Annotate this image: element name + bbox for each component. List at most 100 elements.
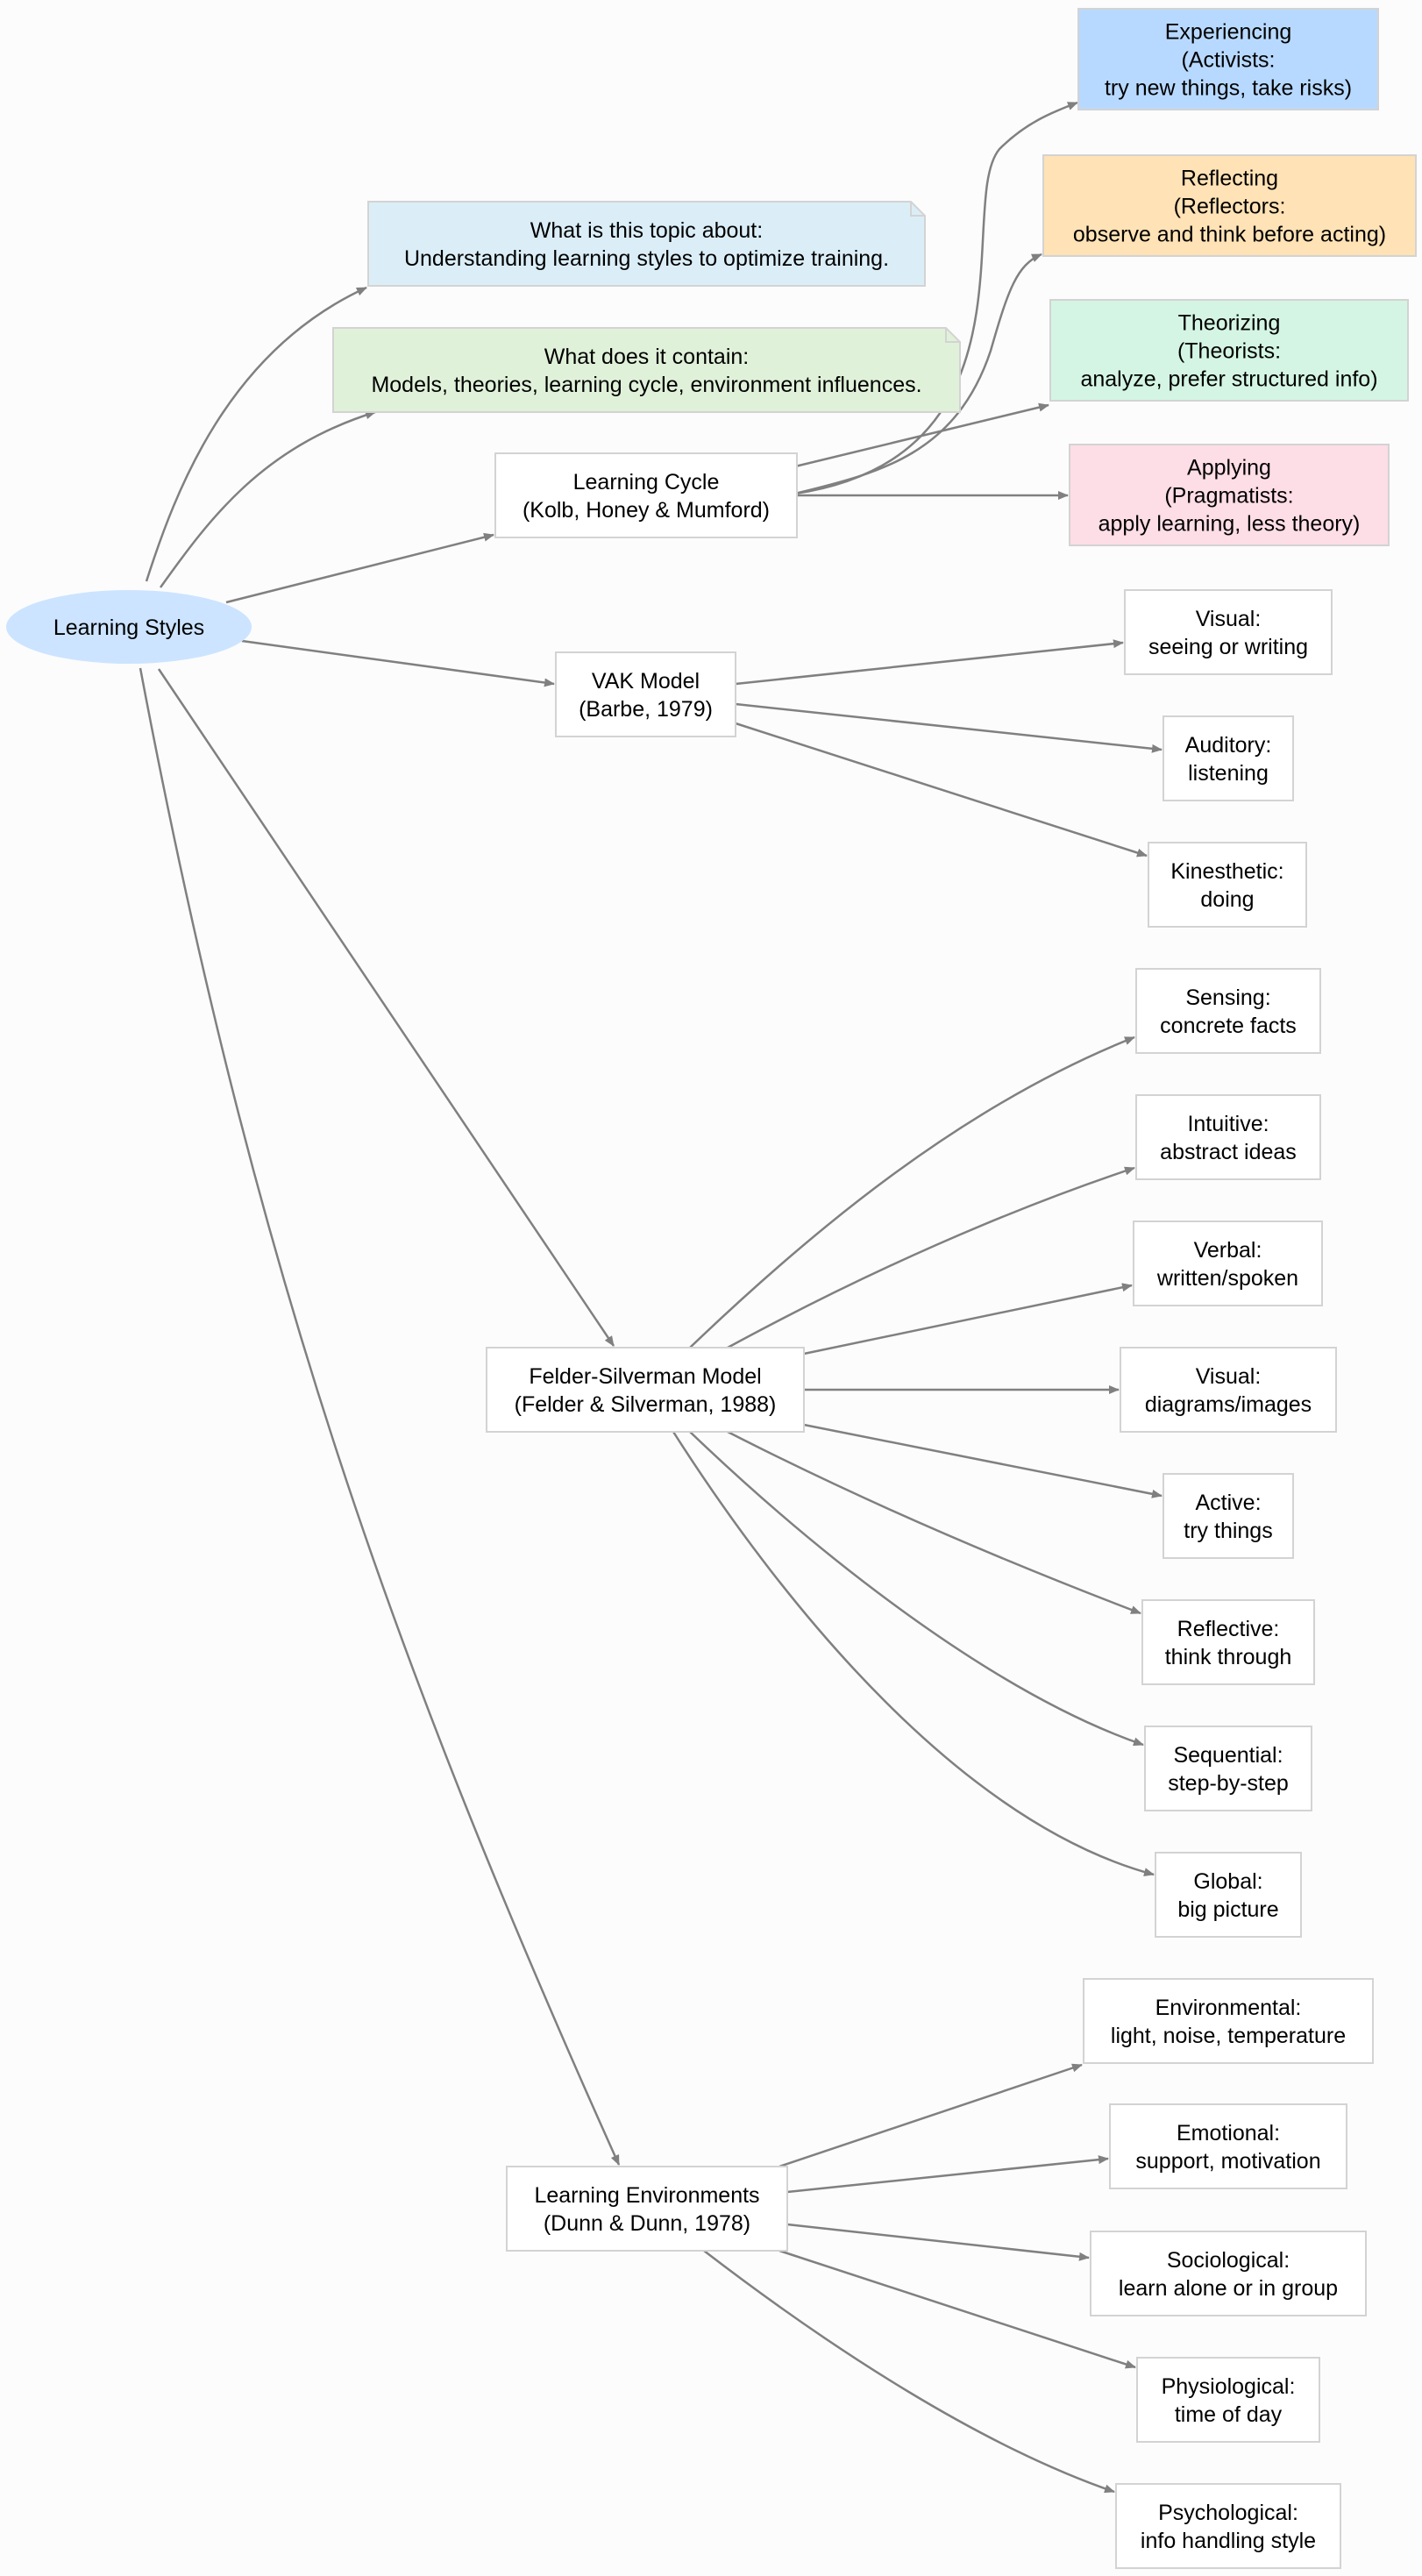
nodes-layer: Learning Styles What is this topic about:… bbox=[6, 8, 1417, 2569]
node-label-line: What does it contain: bbox=[544, 345, 749, 369]
node-label-line: big picture bbox=[1177, 1897, 1278, 1922]
node-fs-reflective: Reflective:think through bbox=[1141, 1599, 1315, 1685]
edge-root-to-learning-cycle bbox=[225, 532, 494, 604]
edge-environments-to-env-emotional bbox=[786, 2155, 1109, 2194]
node-box bbox=[1155, 1852, 1302, 1938]
node-label-line: Learning Cycle bbox=[573, 470, 720, 495]
node-label-line: Global: bbox=[1193, 1869, 1262, 1894]
node-label-line: light, noise, temperature bbox=[1111, 2024, 1346, 2048]
node-label-line: Psychological: bbox=[1158, 2501, 1298, 2525]
edge-environments-to-env-psychological bbox=[703, 2250, 1115, 2494]
edge-vak-to-vak-kinesthetic bbox=[735, 722, 1148, 857]
edge-felder-to-fs-intuitive bbox=[727, 1166, 1135, 1349]
node-vak-visual: Visual: seeing or writing bbox=[1124, 589, 1333, 675]
node-reflecting: Reflecting(Reflectors:observe and think … bbox=[1042, 154, 1417, 257]
node-shape bbox=[6, 590, 252, 664]
node-experiencing: Experiencing(Activists:try new things, t… bbox=[1077, 8, 1379, 110]
node-box bbox=[486, 1347, 805, 1433]
edge-vak-to-vak-visual bbox=[735, 639, 1124, 686]
node-learning-cycle: Learning Cycle (Kolb, Honey & Mumford) bbox=[494, 452, 798, 538]
note-shape bbox=[332, 327, 961, 413]
node-label-line: think through bbox=[1165, 1645, 1292, 1669]
edge-root-to-note-about bbox=[145, 286, 367, 582]
node-label-line: (Reflectors: bbox=[1174, 195, 1286, 219]
edge-felder-to-fs-reflective bbox=[727, 1430, 1141, 1615]
node-label-line: Experiencing bbox=[1165, 20, 1292, 45]
node-label-line: Applying bbox=[1187, 456, 1271, 480]
edge-felder-to-fs-verbal bbox=[803, 1283, 1133, 1356]
edges-layer bbox=[139, 101, 1162, 2494]
node-box bbox=[1120, 1347, 1337, 1433]
node-label-line: (Theorists: bbox=[1177, 339, 1281, 364]
node-label-line: Learning Styles bbox=[53, 616, 204, 640]
node-root: Learning Styles bbox=[6, 590, 252, 664]
node-label-line: Intuitive: bbox=[1187, 1112, 1269, 1136]
node-applying: Applying (Pragmatists: apply learning, les… bbox=[1069, 444, 1390, 546]
node-label-line: Kinesthetic: bbox=[1170, 859, 1283, 884]
node-label-line: written/spoken bbox=[1156, 1266, 1298, 1291]
edge-root-to-vak bbox=[241, 639, 555, 687]
node-box bbox=[1162, 715, 1294, 801]
node-env-environmental: Environmental: light, noise, temperature bbox=[1083, 1978, 1374, 2064]
edge-felder-to-fs-sequential bbox=[689, 1431, 1144, 1747]
node-box bbox=[1069, 444, 1390, 546]
node-label-line: Felder-Silverman Model bbox=[529, 1364, 761, 1389]
node-fs-sensing: Sensing: concrete facts bbox=[1135, 968, 1321, 1054]
node-note-about: What is this topic about:Understanding l… bbox=[367, 201, 926, 287]
node-label-line: observe and think before acting) bbox=[1073, 223, 1386, 247]
edge-learning-cycle-to-reflecting bbox=[794, 253, 1042, 495]
node-label-line: seeing or writing bbox=[1148, 635, 1308, 659]
node-label-line: Learning Environments bbox=[534, 2183, 759, 2208]
node-label-line: apply learning, less theory) bbox=[1098, 512, 1361, 537]
node-box bbox=[506, 2166, 788, 2252]
node-box bbox=[1115, 2483, 1341, 2569]
node-label-line: listening bbox=[1188, 761, 1269, 786]
node-label-line: VAK Model bbox=[592, 669, 700, 694]
node-label-line: Theorizing bbox=[1178, 311, 1281, 336]
node-box bbox=[1135, 1094, 1321, 1180]
note-shape bbox=[367, 201, 926, 287]
edge-environments-to-env-physiological bbox=[779, 2249, 1136, 2369]
node-label-line: doing bbox=[1200, 887, 1254, 912]
node-fs-active: Active:try things bbox=[1162, 1473, 1294, 1559]
node-label-line: (Kolb, Honey & Mumford) bbox=[523, 498, 770, 523]
node-label-line: Understanding learning styles to optimiz… bbox=[404, 246, 889, 271]
node-theorizing: Theorizing (Theorists: analyze, prefer str… bbox=[1049, 299, 1409, 402]
edge-felder-to-fs-sensing bbox=[689, 1035, 1135, 1348]
node-label-line: (Dunn & Dunn, 1978) bbox=[544, 2211, 750, 2236]
node-label-line: (Pragmatists: bbox=[1164, 484, 1293, 509]
node-environments: Learning Environments (Dunn & Dunn, 1978) bbox=[506, 2166, 788, 2252]
node-fs-intuitive: Intuitive:abstract ideas bbox=[1135, 1094, 1321, 1180]
node-box bbox=[1109, 2103, 1347, 2189]
node-label-line: Sociological: bbox=[1167, 2248, 1290, 2273]
node-label-line: learn alone or in group bbox=[1119, 2276, 1338, 2301]
node-env-psychological: Psychological: info handling style bbox=[1115, 2483, 1341, 2569]
node-env-emotional: Emotional:support, motivation bbox=[1109, 2103, 1347, 2189]
node-box bbox=[1148, 842, 1307, 928]
edge-felder-to-fs-global bbox=[672, 1431, 1155, 1876]
node-box bbox=[1162, 1473, 1294, 1559]
node-env-physiological: Physiological:time of day bbox=[1136, 2357, 1320, 2443]
node-box bbox=[1133, 1220, 1323, 1306]
note-fold bbox=[945, 328, 960, 343]
node-box bbox=[555, 651, 736, 737]
node-label-line: try things bbox=[1184, 1519, 1272, 1543]
node-label-line: Physiological: bbox=[1162, 2374, 1296, 2399]
node-label-line: Environmental: bbox=[1155, 1996, 1302, 2020]
node-label-line: Visual: bbox=[1196, 607, 1262, 631]
node-label-line: Models, theories, learning cycle, enviro… bbox=[371, 373, 921, 397]
node-label-line: (Felder & Silverman, 1988) bbox=[515, 1392, 777, 1417]
node-label-line: info handling style bbox=[1141, 2529, 1316, 2553]
node-label-line: step-by-step bbox=[1168, 1771, 1289, 1796]
node-label-line: Sequential: bbox=[1173, 1743, 1283, 1768]
edge-learning-cycle-to-theorizing bbox=[794, 402, 1049, 468]
node-label-line: Sensing: bbox=[1185, 986, 1270, 1010]
node-box bbox=[1083, 1978, 1374, 2064]
node-label-line: concrete facts bbox=[1160, 1014, 1297, 1038]
node-box bbox=[1049, 299, 1409, 402]
edge-environments-to-env-sociological bbox=[786, 2223, 1090, 2261]
node-box bbox=[494, 452, 798, 538]
node-label-line: analyze, prefer structured info) bbox=[1080, 367, 1377, 392]
node-vak: VAK Model(Barbe, 1979) bbox=[555, 651, 736, 737]
